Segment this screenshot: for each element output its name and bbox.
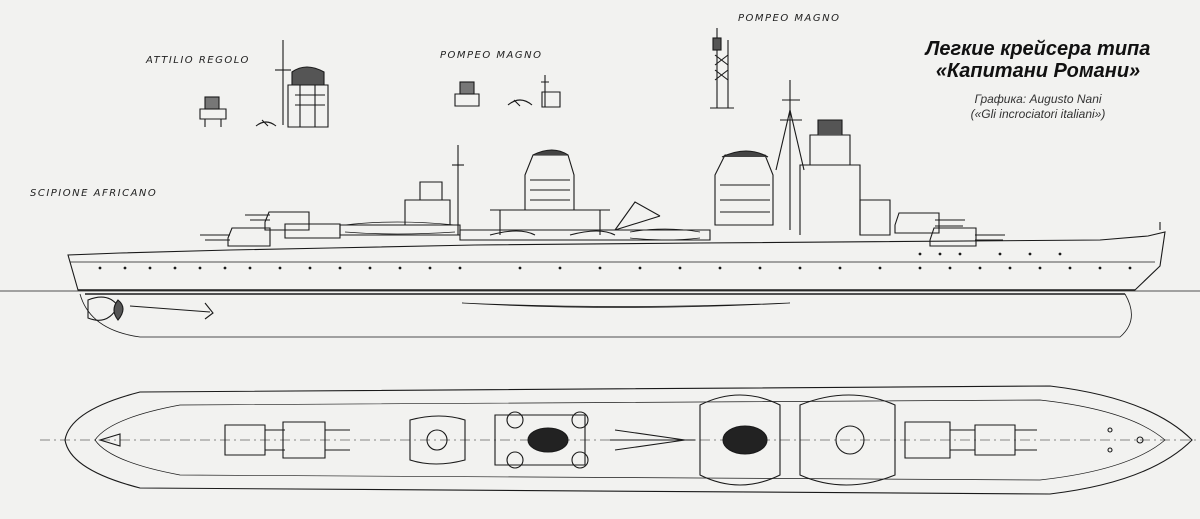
title-line-1: Легкие крейсера типа xyxy=(925,38,1151,60)
label-scipione-africano: SCIPIONE AFRICANO xyxy=(30,188,158,199)
title-line-2: «Капитани Романи» xyxy=(935,60,1141,82)
side-profile-hull xyxy=(0,231,1200,338)
pompeo-magno-mast-detail xyxy=(710,28,734,109)
credit-line-1: Графика: Augusto Nani xyxy=(974,92,1102,106)
label-attilio-regolo: ATTILIO REGOLO xyxy=(146,55,250,66)
credit-line-2: («Gli incrociatori italiani») xyxy=(970,107,1106,121)
label-pompeo-magno-mast: POMPEO MAGNO xyxy=(738,13,841,24)
pompeo-magno-details xyxy=(454,75,561,108)
attilio-regolo-details xyxy=(199,40,329,128)
portholes xyxy=(98,252,1132,270)
label-pompeo-magno-detail: POMPEO MAGNO xyxy=(440,50,543,61)
side-profile-superstructure xyxy=(200,80,1161,247)
title-block: Легкие крейсера типа «Капитани Романи» Г… xyxy=(893,38,1183,122)
plan-view xyxy=(40,385,1200,495)
